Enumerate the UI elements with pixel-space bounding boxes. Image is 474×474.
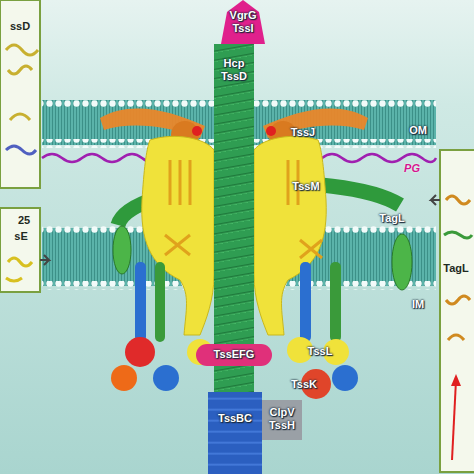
node-text: TssEFG xyxy=(197,348,271,361)
panel-label: 25 xyxy=(18,214,30,227)
node-text: Hcp TssD xyxy=(216,57,252,83)
protein-label: TssL xyxy=(308,345,333,358)
membrane-label: IM xyxy=(412,298,424,311)
membrane-label: OM xyxy=(409,124,427,137)
node-text: VgrG TssI xyxy=(221,9,265,35)
spike-protein: VgrG TssI xyxy=(220,0,266,44)
protein-label: TssJ xyxy=(291,126,315,139)
node-text: TssBC xyxy=(209,412,261,425)
protein-label: TssM xyxy=(292,180,319,193)
layer-label: PG xyxy=(404,162,420,175)
baseplate-protein: TssEFG xyxy=(196,344,272,366)
panel-label: ssD xyxy=(10,20,30,33)
protein-label: TssK xyxy=(291,378,317,391)
atpase-protein: ClpV TssH xyxy=(262,400,302,440)
sheath-protein: TssBC xyxy=(208,392,262,474)
protein-label: TagL xyxy=(379,212,404,225)
node-text: ClpV TssH xyxy=(264,406,300,432)
panel-label: TagL xyxy=(443,262,468,275)
panel-label: sE xyxy=(14,230,27,243)
